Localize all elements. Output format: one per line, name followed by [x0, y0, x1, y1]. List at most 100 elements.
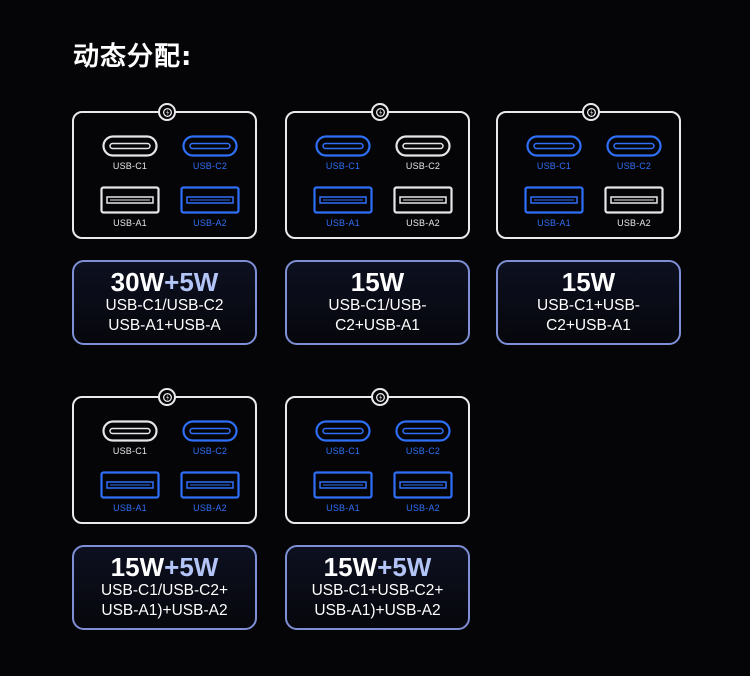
port-label: USB-A2 — [406, 503, 440, 513]
port-combination: USB-C1+USB-C2+USB-A1 — [498, 296, 679, 336]
power-value: 15W — [498, 268, 679, 296]
port-label: USB-A2 — [406, 218, 440, 228]
combo-line-1: USB-C1/USB-C2+ — [100, 582, 229, 599]
usb-a-port-icon — [92, 186, 168, 214]
port-label: USB-C1 — [536, 161, 572, 171]
usb-c-port-icon — [172, 420, 248, 442]
charging-icon — [371, 388, 389, 406]
power-main: 15W — [561, 267, 616, 297]
usb-a-port-icon — [92, 471, 168, 499]
power-extra: +5W — [164, 552, 219, 582]
port-label: USB-C1 — [112, 446, 148, 456]
port-usb-c1: USB-C1 — [92, 135, 168, 171]
port-usb-a2: USB-A2 — [385, 471, 461, 513]
combo-line-1: USB-C1+USB-C2+ — [311, 582, 444, 599]
usb-a-port-icon — [385, 471, 461, 499]
charging-icon — [158, 388, 176, 406]
usb-c-port-icon — [305, 135, 381, 157]
port-label: USB-C1 — [325, 446, 361, 456]
port-label: USB-A2 — [193, 218, 227, 228]
port-label: USB-C2 — [405, 161, 441, 171]
port-usb-c2: USB-C2 — [596, 135, 672, 171]
port-usb-c1: USB-C1 — [305, 420, 381, 456]
port-label: USB-C1 — [325, 161, 361, 171]
port-label: USB-A2 — [617, 218, 651, 228]
port-usb-a2: USB-A2 — [172, 186, 248, 228]
port-combination: USB-C1+USB-C2+ USB-A1)+USB-A2 — [287, 581, 468, 621]
usb-c-port-icon — [516, 135, 592, 157]
charging-icon — [158, 103, 176, 121]
port-combination: USB-C1/USB- C2+USB-A1 — [287, 296, 468, 336]
usb-a-port-icon — [385, 186, 461, 214]
power-value: 15W+5W — [287, 553, 468, 581]
power-value: 15W+5W — [74, 553, 255, 581]
charging-icon — [371, 103, 389, 121]
combo-line-1: USB-C1/USB- — [328, 297, 427, 314]
port-usb-a1: USB-A1 — [305, 186, 381, 228]
port-usb-a1: USB-A1 — [92, 186, 168, 228]
usb-c-port-icon — [172, 135, 248, 157]
usb-a-port-icon — [596, 186, 672, 214]
port-label: USB-C1 — [112, 161, 148, 171]
port-usb-a1: USB-A1 — [516, 186, 592, 228]
port-usb-a2: USB-A2 — [596, 186, 672, 228]
port-label: USB-C2 — [192, 446, 228, 456]
port-label: USB-A1 — [537, 218, 571, 228]
power-main: 15W — [110, 552, 165, 582]
port-usb-a2: USB-A2 — [172, 471, 248, 513]
port-usb-c1: USB-C1 — [92, 420, 168, 456]
port-usb-a1: USB-A1 — [305, 471, 381, 513]
usb-c-port-icon — [385, 135, 461, 157]
power-value: 30W+5W — [74, 268, 255, 296]
usb-c-port-icon — [92, 420, 168, 442]
combo-line-2: USB-A1)+USB-A2 — [101, 602, 228, 619]
usb-a-port-icon — [516, 186, 592, 214]
power-extra: +5W — [164, 267, 219, 297]
port-label: USB-A1 — [113, 503, 147, 513]
usb-a-port-icon — [172, 186, 248, 214]
port-usb-c2: USB-C2 — [172, 420, 248, 456]
usb-c-port-icon — [305, 420, 381, 442]
combo-line-1: USB-C1+USB- — [537, 297, 640, 314]
port-label: USB-A1 — [113, 218, 147, 228]
port-usb-a2: USB-A2 — [385, 186, 461, 228]
power-main: 15W — [350, 267, 405, 297]
port-label: USB-C2 — [616, 161, 652, 171]
usb-a-port-icon — [305, 471, 381, 499]
power-value: 15W — [287, 268, 468, 296]
port-usb-c2: USB-C2 — [385, 420, 461, 456]
usb-a-port-icon — [172, 471, 248, 499]
combo-line-2: C2+USB-A1 — [335, 317, 420, 334]
combo-line-1: USB-C1/USB-C2 — [105, 297, 224, 314]
port-usb-c1: USB-C1 — [516, 135, 592, 171]
port-label: USB-C2 — [192, 161, 228, 171]
usb-c-port-icon — [92, 135, 168, 157]
power-extra: +5W — [377, 552, 432, 582]
power-main: 30W — [110, 267, 165, 297]
port-usb-a1: USB-A1 — [92, 471, 168, 513]
port-usb-c2: USB-C2 — [172, 135, 248, 171]
port-label: USB-A2 — [193, 503, 227, 513]
combo-line-2: USB-A1)+USB-A2 — [314, 602, 441, 619]
usb-a-port-icon — [305, 186, 381, 214]
port-label: USB-A1 — [326, 218, 360, 228]
combo-line-2: USB-A1+USB-A — [108, 317, 221, 334]
port-usb-c2: USB-C2 — [385, 135, 461, 171]
port-usb-c1: USB-C1 — [305, 135, 381, 171]
usb-c-port-icon — [596, 135, 672, 157]
